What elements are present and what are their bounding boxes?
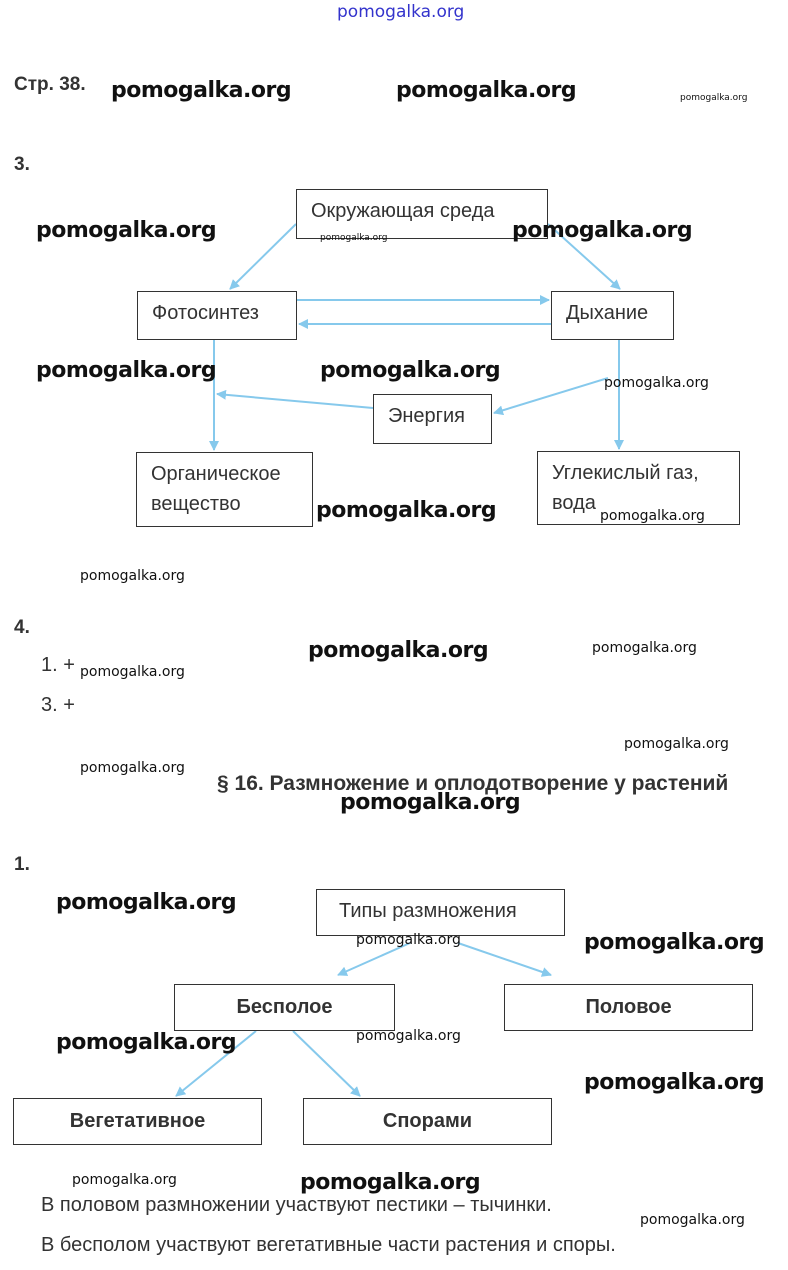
watermark: pomogalka.org [356, 932, 461, 948]
node-label: Бесполое [236, 996, 333, 1018]
section-title: § 16. Размножение и оплодотворение у рас… [217, 772, 729, 795]
node-label: Углекислый газ, вода [552, 458, 699, 518]
arrow-asexual-spores [292, 1030, 361, 1097]
watermark: pomogalka.org [36, 218, 217, 243]
node-label: Энергия [388, 405, 465, 427]
node-spores: Спорами [303, 1098, 552, 1145]
node-organic-matter: Органическое вещество [136, 452, 313, 527]
watermark: pomogalka.org [624, 736, 729, 752]
arrow-resp-energy [493, 377, 609, 416]
task4-item: 1. + [41, 654, 75, 676]
node-label: Органическое вещество [151, 459, 281, 519]
node-photosynthesis: Фотосинтез [137, 291, 297, 340]
node-label: Типы размножения [339, 900, 517, 922]
arrow-energy-photo [216, 389, 374, 409]
watermark: pomogalka.org [340, 790, 521, 815]
arrow-root-sexual [457, 942, 552, 977]
page-label: Стр. 38. [14, 74, 86, 95]
node-label: Окружающая среда [311, 200, 495, 222]
watermark: pomogalka.org [320, 233, 388, 243]
node-respiration: Дыхание [551, 291, 674, 340]
node-energy: Энергия [373, 394, 492, 444]
task4-number: 4. [14, 617, 30, 638]
arrow-root-asexual [337, 942, 411, 976]
watermark: pomogalka.org [640, 1212, 745, 1228]
watermark: pomogalka.org [512, 218, 693, 243]
watermark: pomogalka.org [600, 508, 705, 524]
watermark: pomogalka.org [680, 93, 748, 103]
watermark: pomogalka.org [56, 1030, 237, 1055]
watermark: pomogalka.org [584, 1070, 765, 1095]
node-vegetative: Вегетативное [13, 1098, 262, 1145]
node-sexual: Половое [504, 984, 753, 1031]
watermark: pomogalka.org [80, 664, 185, 680]
watermark: pomogalka.org [356, 1028, 461, 1044]
answer-sentence: В половом размножении участвуют пестики … [41, 1194, 552, 1216]
arrow-asexual-vegetative [175, 1030, 257, 1097]
header-watermark: pomogalka.org [337, 2, 465, 22]
watermark: pomogalka.org [592, 640, 697, 656]
watermark: pomogalka.org [56, 890, 237, 915]
watermark: pomogalka.org [320, 358, 501, 383]
node-label: Спорами [382, 1110, 473, 1132]
node-asexual: Бесполое [174, 984, 395, 1031]
watermark: pomogalka.org [80, 568, 185, 584]
node-co2-water: Углекислый газ, вода [537, 451, 740, 525]
node-label: Половое [585, 996, 672, 1018]
watermark: pomogalka.org [396, 78, 577, 103]
task4-item: 3. + [41, 694, 75, 716]
task1-number: 1. [14, 854, 30, 875]
node-environment: Окружающая среда [296, 189, 548, 239]
answer-sentence: В бесполом участвуют вегетативные части … [41, 1234, 616, 1256]
node-label: Вегетативное [69, 1110, 206, 1132]
watermark: pomogalka.org [80, 760, 185, 776]
arrow-env-resp [547, 223, 621, 290]
watermark: pomogalka.org [604, 375, 709, 391]
watermark: pomogalka.org [111, 78, 292, 103]
watermark: pomogalka.org [308, 638, 489, 663]
watermark: pomogalka.org [584, 930, 765, 955]
task3-number: 3. [14, 154, 30, 175]
arrow-env-photo [229, 223, 297, 290]
node-label: Фотосинтез [152, 302, 259, 324]
watermark: pomogalka.org [300, 1170, 481, 1195]
node-label: Дыхание [566, 302, 649, 324]
node-label-line: вода [552, 492, 596, 514]
node-label-line: вещество [151, 493, 241, 515]
watermark: pomogalka.org [316, 498, 497, 523]
node-reproduction-types: Типы размножения [316, 889, 565, 936]
watermark: pomogalka.org [36, 358, 217, 383]
watermark: pomogalka.org [72, 1172, 177, 1188]
node-label-line: Органическое [151, 463, 281, 485]
node-label-line: Углекислый газ, [552, 462, 699, 484]
